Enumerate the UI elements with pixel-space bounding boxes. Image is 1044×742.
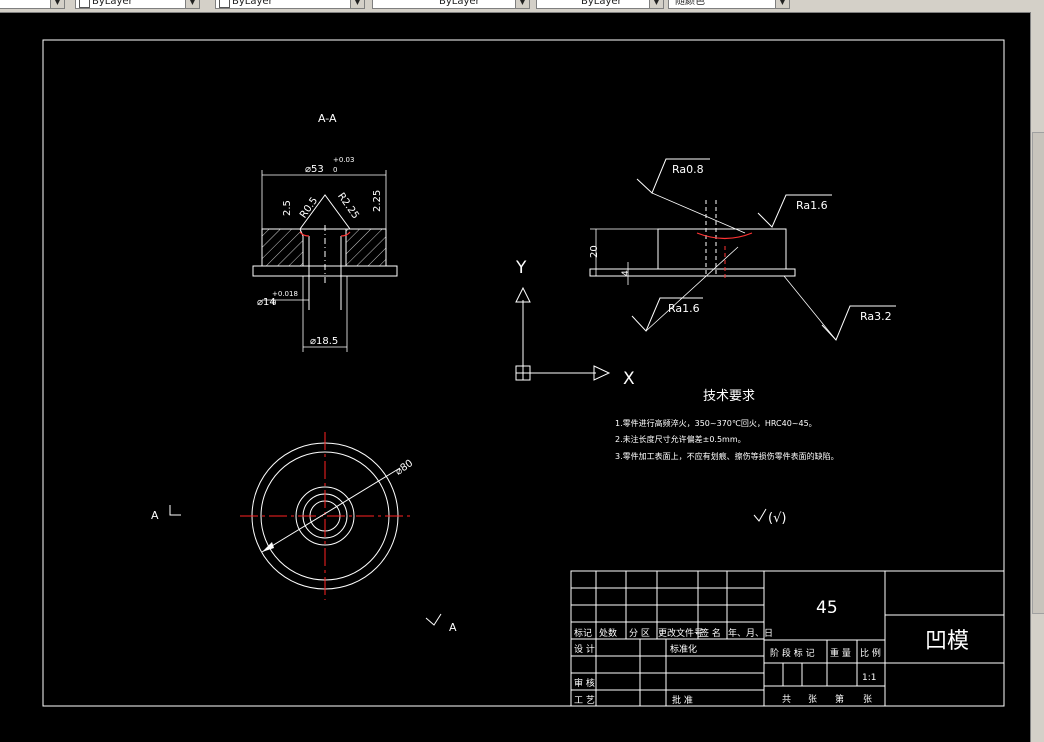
lineweight-combo[interactable]: ByLayer ▼ [372,0,530,9]
dim-bottom-dia: ⌀18.5 [310,336,338,347]
dim-h-right: 2.25 [372,190,383,212]
tech-note-2: 2.未注长度尺寸允许偏差±0.5mm。 [615,434,746,444]
tb-num: 第 [835,693,844,705]
layer-combo[interactable]: ▼ [0,0,65,9]
properties-toolbar: ▼ ByLayer ▼ ByLayer ▼ ByLayer ▼ ByLayer … [0,0,1044,13]
dim-bore-tol-lower: 0 [272,299,276,307]
material: 45 [816,598,838,618]
vertical-scrollbar[interactable] [1030,12,1044,742]
dim-plan-dia: ⌀80 [394,458,416,478]
axis-y-label: Y [515,258,527,278]
scrollbar-thumb[interactable] [1032,132,1044,614]
tech-note-3: 3.零件加工表面上，不应有划痕、擦伤等损伤零件表面的缺陷。 [615,451,839,461]
dim-height-base: 4 [621,270,631,276]
part-name: 凹模 [925,629,969,654]
tb-review: 审 核 [574,677,595,689]
lineweight-combo-value: ByLayer [439,0,480,7]
tech-requirements: 技术要求 1.零件进行高频淬火，350~370℃回火，HRC40~45。 2.未… [615,389,839,526]
dim-top-dia-tol-lower: 0 [333,166,337,174]
roughness-symbol-icon [753,508,767,522]
axis-x-label: X [623,369,635,389]
drawing-canvas[interactable]: A-A ⌀53 +0.03 0 R0.5 R2.25 2.5 2.25 ⌀14 … [0,12,1030,742]
tb-sign: 签 名 [700,627,721,639]
tb-standard: 标准化 [670,643,697,655]
section-marker-right: A [449,621,457,634]
ra-2: Ra1.6 [796,199,828,212]
plotstyle-color-combo[interactable]: 随颜色 ▼ [668,0,790,9]
section-view: A-A ⌀53 +0.03 0 R0.5 R2.25 2.5 2.25 ⌀14 … [252,112,398,352]
cone-chamfer [299,194,351,230]
tb-process: 工 艺 [574,695,595,706]
tb-ratio: 比 例 [860,647,881,659]
color-combo[interactable]: ByLayer ▼ [75,0,200,9]
title-block-text: 45 凹模 标记 处数 分 区 更改文件号 签 名 年、月、日 设 计 标准化 … [574,598,969,706]
linetype-combo[interactable]: ByLayer ▼ [215,0,365,9]
tb-zone: 分 区 [629,628,650,639]
dim-height-total: 20 [589,245,600,258]
tb-date: 年、月、日 [728,627,773,639]
section-label: A-A [318,112,337,125]
tb-mark: 标记 [574,627,592,639]
tb-approve: 批 准 [672,694,693,706]
elevation-view: 20 4 Ra0.8 Ra1.6 Ra1.6 Ra3.2 [589,158,896,341]
linetype-swatch-icon [219,0,230,8]
tb-design: 设 计 [574,643,595,655]
chevron-down-icon[interactable]: ▼ [350,0,364,8]
drawing-border [42,39,1005,707]
tb-weight: 重 量 [830,647,851,659]
tb-docno: 更改文件号 [658,627,703,639]
dim-h-left: 2.5 [282,200,293,216]
ucs-icon: Y X [515,258,635,389]
plotstyle-color-value: 随颜色 [675,0,705,7]
ra-1: Ra0.8 [672,163,704,176]
chevron-down-icon[interactable]: ▼ [775,0,789,8]
chevron-down-icon[interactable]: ▼ [515,0,529,8]
chevron-down-icon[interactable]: ▼ [185,0,199,8]
linetype-combo-value: ByLayer [232,0,273,7]
tb-total: 共 [782,694,791,705]
color-swatch-icon [79,0,90,8]
chevron-down-icon[interactable]: ▼ [649,0,663,8]
tb-sheets: 张 [808,694,817,705]
ra-4: Ra3.2 [860,310,892,323]
plotstyle-combo-value: ByLayer [581,0,622,7]
dim-r-small: R0.5 [298,195,320,220]
section-marker-left: A [151,509,159,522]
tb-qty: 处数 [599,627,617,639]
tech-title: 技术要求 [703,389,755,404]
plotstyle-combo[interactable]: ByLayer ▼ [536,0,664,9]
dim-r-large: R2.25 [335,191,361,221]
color-combo-value: ByLayer [92,0,133,7]
title-block [570,570,1005,707]
dim-bore-tol-upper: +0.018 [272,290,298,298]
tb-scale: 1:1 [862,673,876,683]
tb-stage: 阶 段 标 记 [770,647,815,659]
plan-view: ⌀80 A A [151,432,457,634]
ra-3: Ra1.6 [668,302,700,315]
tb-sheet2: 张 [863,694,872,705]
tech-note-1: 1.零件进行高频淬火，350~370℃回火，HRC40~45。 [615,418,817,428]
dim-bore-dia: ⌀14 [257,297,276,308]
chevron-down-icon[interactable]: ▼ [50,0,64,8]
general-roughness: (√) [768,511,786,526]
section-hatch [261,228,387,267]
dim-top-dia-tol-upper: +0.03 [333,156,354,164]
dim-top-dia: ⌀53 [305,164,324,175]
